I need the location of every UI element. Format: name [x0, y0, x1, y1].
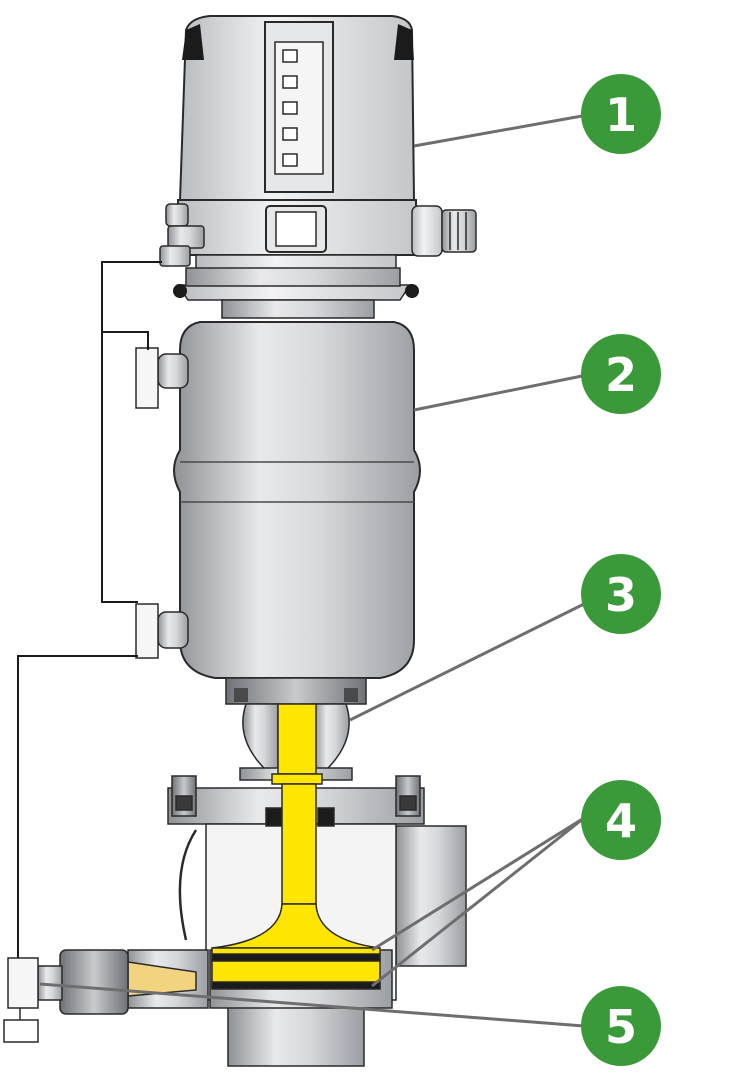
callout-badge: [581, 334, 661, 414]
actuator: [135, 321, 421, 679]
callout-2: 2: [581, 334, 661, 414]
callout-badge: [581, 780, 661, 860]
led-indicators: [282, 49, 298, 167]
cable-gland: [411, 205, 477, 257]
callout-number: 2: [605, 348, 637, 402]
callout-5: 5: [581, 986, 661, 1066]
callout-number: 3: [605, 568, 637, 622]
callout-3: 3: [581, 554, 661, 634]
pneumatic-lines: [17, 261, 162, 960]
leakage-outlet: [3, 949, 209, 1043]
callout-number: 5: [605, 1000, 637, 1054]
control-head: [159, 15, 477, 319]
callout-badge: [581, 554, 661, 634]
callout-badge: [581, 74, 661, 154]
callout-4: 4: [581, 780, 661, 860]
leader-lines: [39, 114, 585, 1028]
callout-badge: [581, 986, 661, 1066]
callout-1: 1: [581, 74, 661, 154]
callout-number: 4: [605, 794, 637, 848]
air-fitting: [159, 203, 205, 267]
air-port-upper: [135, 347, 189, 409]
valve-stem: [211, 703, 381, 990]
callout-number: 1: [605, 88, 637, 142]
air-port-lower: [135, 603, 189, 659]
